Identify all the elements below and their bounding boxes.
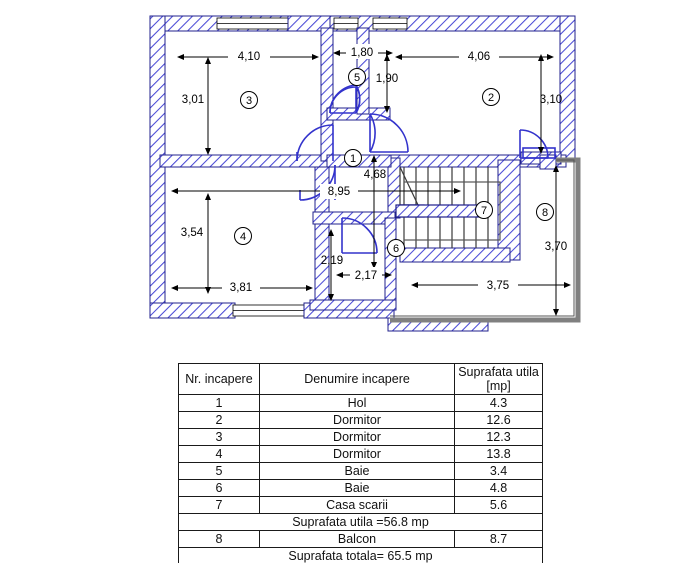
cell-nr: 6 — [178, 479, 260, 497]
dim-2-17: 2,17 — [355, 270, 377, 282]
room-marker-1: 1 — [344, 149, 362, 167]
cell-total: Suprafata totala= 65.5 mp — [178, 547, 543, 563]
table-row-total: Suprafata totala= 65.5 mp — [178, 547, 543, 563]
cell-nr: 2 — [178, 411, 260, 429]
stairs — [395, 166, 501, 248]
dim-4-06: 4,06 — [468, 51, 490, 63]
floor-plan-drawing: 4,10 3,01 1,80 1,90 4,06 3,10 4,68 8,95 … — [149, 15, 581, 332]
cell-nr: 8 — [178, 530, 260, 548]
cell-area: 3.4 — [454, 462, 543, 480]
room-marker-2: 2 — [482, 88, 500, 106]
cell-area: 4.3 — [454, 394, 543, 412]
room-markers: 3 5 2 1 4 6 7 — [234, 68, 554, 257]
svg-text:6: 6 — [393, 243, 399, 255]
dim-3-01: 3,01 — [182, 94, 204, 106]
cell-name: Casa scarii — [258, 496, 456, 514]
cell-area: 13.8 — [454, 445, 543, 463]
dim-3-54: 3,54 — [181, 227, 204, 239]
header-area: Suprafata utila [mp] — [454, 363, 543, 395]
table-header-row: Nr. incapere Denumire incapere Suprafata… — [178, 363, 543, 395]
room-marker-6: 6 — [387, 239, 405, 257]
cell-name: Dormitor — [258, 428, 456, 446]
room-marker-4: 4 — [234, 227, 252, 245]
dim-3-10: 3,10 — [540, 94, 562, 106]
cell-nr: 1 — [178, 394, 260, 412]
cell-area: 12.6 — [454, 411, 543, 429]
header-area-line2: [mp] — [486, 379, 511, 393]
cell-name: Baie — [258, 462, 456, 480]
dim-1-90: 1,90 — [376, 73, 398, 85]
dim-4-10: 4,10 — [238, 51, 260, 63]
dim-8-95: 8,95 — [328, 186, 350, 198]
cell-nr: 4 — [178, 445, 260, 463]
cell-nr: 7 — [178, 496, 260, 514]
room-marker-5: 5 — [348, 68, 366, 86]
cell-name: Dormitor — [258, 411, 456, 429]
dim-3-75: 3,75 — [487, 280, 509, 292]
dim-3-81: 3,81 — [230, 282, 252, 294]
cell-nr: 3 — [178, 428, 260, 446]
dim-4-68: 4,68 — [364, 169, 386, 181]
cell-area: 4.8 — [454, 479, 543, 497]
room-schedule-table: Nr. incapere Denumire incapere Suprafata… — [178, 363, 543, 563]
svg-text:1: 1 — [350, 153, 356, 165]
cell-area: 5.6 — [454, 496, 543, 514]
dim-3-70: 3,70 — [545, 241, 567, 253]
dim-1-80: 1,80 — [351, 47, 373, 59]
balcony-outline — [390, 157, 581, 323]
svg-text:3: 3 — [246, 95, 252, 107]
cell-subtotal: Suprafata utila =56.8 mp — [178, 513, 543, 531]
header-nr: Nr. incapere — [178, 363, 260, 395]
room-marker-3: 3 — [240, 91, 258, 109]
room-marker-8: 8 — [536, 203, 554, 221]
header-area-line1: Suprafata utila — [458, 365, 539, 379]
cell-area: 8.7 — [454, 530, 543, 548]
table-row-subtotal: Suprafata utila =56.8 mp — [178, 513, 543, 531]
svg-text:7: 7 — [481, 205, 487, 217]
dimension-labels: 4,10 3,01 1,80 1,90 4,06 3,10 4,68 8,95 … — [181, 44, 567, 294]
cell-nr: 5 — [178, 462, 260, 480]
header-name: Denumire incapere — [258, 363, 456, 395]
cell-name: Hol — [258, 394, 456, 412]
dim-2-19: 2,19 — [321, 255, 343, 267]
cell-area: 12.3 — [454, 428, 543, 446]
cell-name: Dormitor — [258, 445, 456, 463]
svg-text:8: 8 — [542, 207, 548, 219]
cell-name: Balcon — [258, 530, 456, 548]
svg-text:5: 5 — [354, 72, 360, 84]
room-marker-7: 7 — [475, 201, 493, 219]
svg-text:4: 4 — [240, 231, 246, 243]
cell-name: Baie — [258, 479, 456, 497]
svg-text:2: 2 — [488, 92, 494, 104]
